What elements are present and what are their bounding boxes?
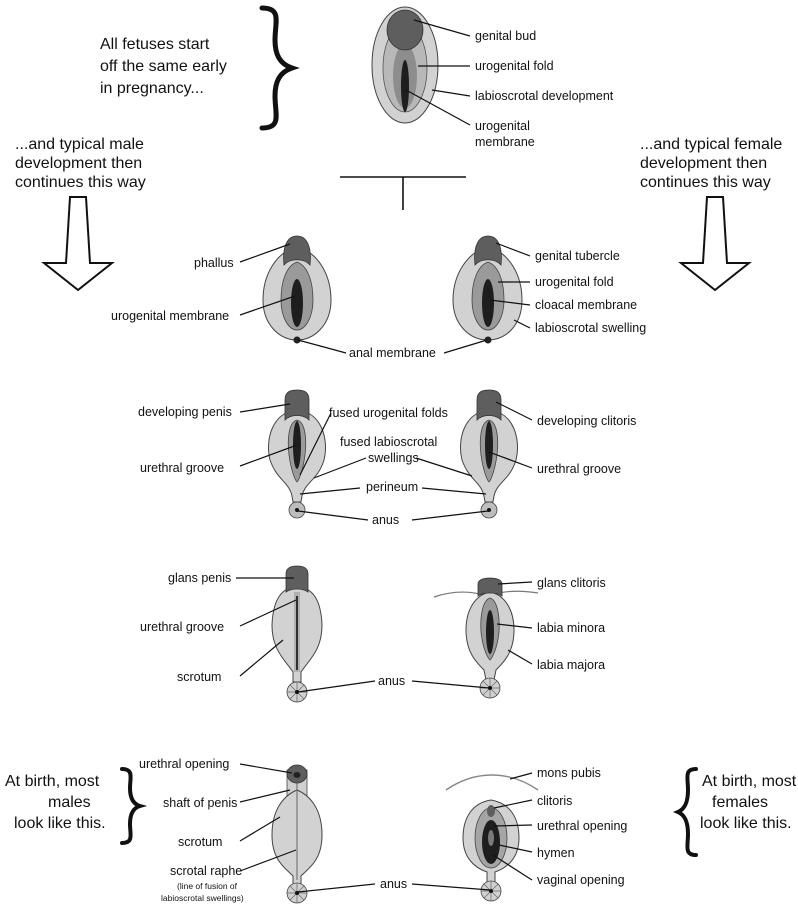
intro-note-line-2: off the same early [100,58,227,75]
intro-brace [259,5,300,131]
label-genital-tubercle: genital tubercle [535,249,620,263]
stage4-labels: urethral opening shaft of penis scrotum … [139,757,627,903]
male-birth-brace [120,767,148,845]
female-birth-line-2: females [712,794,768,811]
label-vaginal-opening: vaginal opening [537,873,625,887]
label-anus-birth: anus [380,877,407,891]
label-urogenital-fold: urogenital fold [475,59,554,73]
label-urethral-groove-stage3: urethral groove [140,620,224,634]
label-raphe-note-2: labioscrotal swellings) [161,893,244,903]
label-labioscrotal-development: labioscrotal development [475,89,614,103]
male-path-line-2: development then [15,155,142,172]
stage1-labels: phallus urogenital membrane anal membran… [111,242,646,360]
label-urethral-groove-female: urethral groove [537,462,621,476]
label-anus-stage2: anus [372,513,399,527]
male-birth-line-1: At birth, most [5,773,100,790]
label-anal-membrane: anal membrane [349,346,436,360]
label-genital-bud: genital bud [475,29,536,43]
label-hymen: hymen [537,846,575,860]
female-birth-note: At birth, most females look like this. [700,773,797,832]
label-fused-labioscrotal: fused labioscrotal [340,435,437,449]
label-raphe-note-1: (line of fusion of [177,881,238,891]
label-urogenital: urogenital [475,119,530,133]
female-down-arrow [678,196,752,292]
male-birth-line-3: look like this. [14,815,106,832]
label-swellings: swellings [368,451,419,465]
stage0-labels: genital bud urogenital fold labioscrotal… [405,19,614,149]
label-labia-majora: labia majora [537,658,605,672]
stage0-figure [371,6,439,124]
label-shaft-of-penis: shaft of penis [163,796,237,810]
stage4-female-figure [445,774,539,902]
label-perineum: perineum [366,480,418,494]
male-down-arrow [41,196,115,292]
label-phallus: phallus [194,256,234,270]
label-developing-clitoris: developing clitoris [537,414,636,428]
label-fused-urogenital-folds: fused urogenital folds [329,406,448,420]
label-urogenital-membrane: urogenital membrane [111,309,229,323]
label-urethral-opening-female: urethral opening [537,819,627,833]
intro-note-line-3: in pregnancy... [100,80,204,97]
female-path-line-1: ...and typical female [640,136,782,153]
male-path-line-3: continues this way [15,174,146,191]
female-path-line-2: development then [640,155,767,172]
label-urethral-groove-male: urethral groove [140,461,224,475]
female-path-note: ...and typical female development then c… [640,136,782,191]
male-path-line-1: ...and typical male [15,136,144,153]
stage2-labels: developing penis urethral groove fused u… [138,401,636,527]
stage3-female-figure [433,577,539,699]
label-clitoris: clitoris [537,794,572,808]
stage1-male-figure [262,235,332,344]
label-labia-minora: labia minora [537,621,605,635]
stage2-male-figure [268,389,326,519]
label-urethral-opening-male: urethral opening [139,757,229,771]
stage3-male-figure [271,565,323,703]
label-scrotal-raphe: scrotal raphe [170,864,242,878]
label-urogenital-fold-female: urogenital fold [535,275,614,289]
label-developing-penis: developing penis [138,405,232,419]
label-labioscrotal-swelling: labioscrotal swelling [535,321,646,335]
female-birth-line-3: look like this. [700,815,792,832]
label-cloacal-membrane: cloacal membrane [535,298,637,312]
female-birth-brace [672,767,698,857]
male-path-note: ...and typical male development then con… [15,136,146,191]
stage3-labels: glans penis urethral groove scrotum anus… [140,571,606,693]
female-birth-line-1: At birth, most [702,773,797,790]
female-path-line-3: continues this way [640,174,771,191]
label-mons-pubis: mons pubis [537,766,601,780]
label-scrotum-birth: scrotum [178,835,222,849]
intro-note: All fetuses start off the same early in … [100,36,227,97]
label-scrotum-stage3: scrotum [177,670,221,684]
label-glans-clitoris: glans clitoris [537,576,606,590]
stage2-female-figure [460,389,518,519]
male-birth-note: At birth, most males look like this. [5,773,106,832]
label-glans-penis: glans penis [168,571,231,585]
intro-note-line-1: All fetuses start [100,36,210,53]
stage1-female-figure [452,235,523,344]
male-birth-line-2: males [48,794,91,811]
stage4-male-figure [271,764,323,904]
label-anus-stage3: anus [378,674,405,688]
label-membrane: membrane [475,135,535,149]
